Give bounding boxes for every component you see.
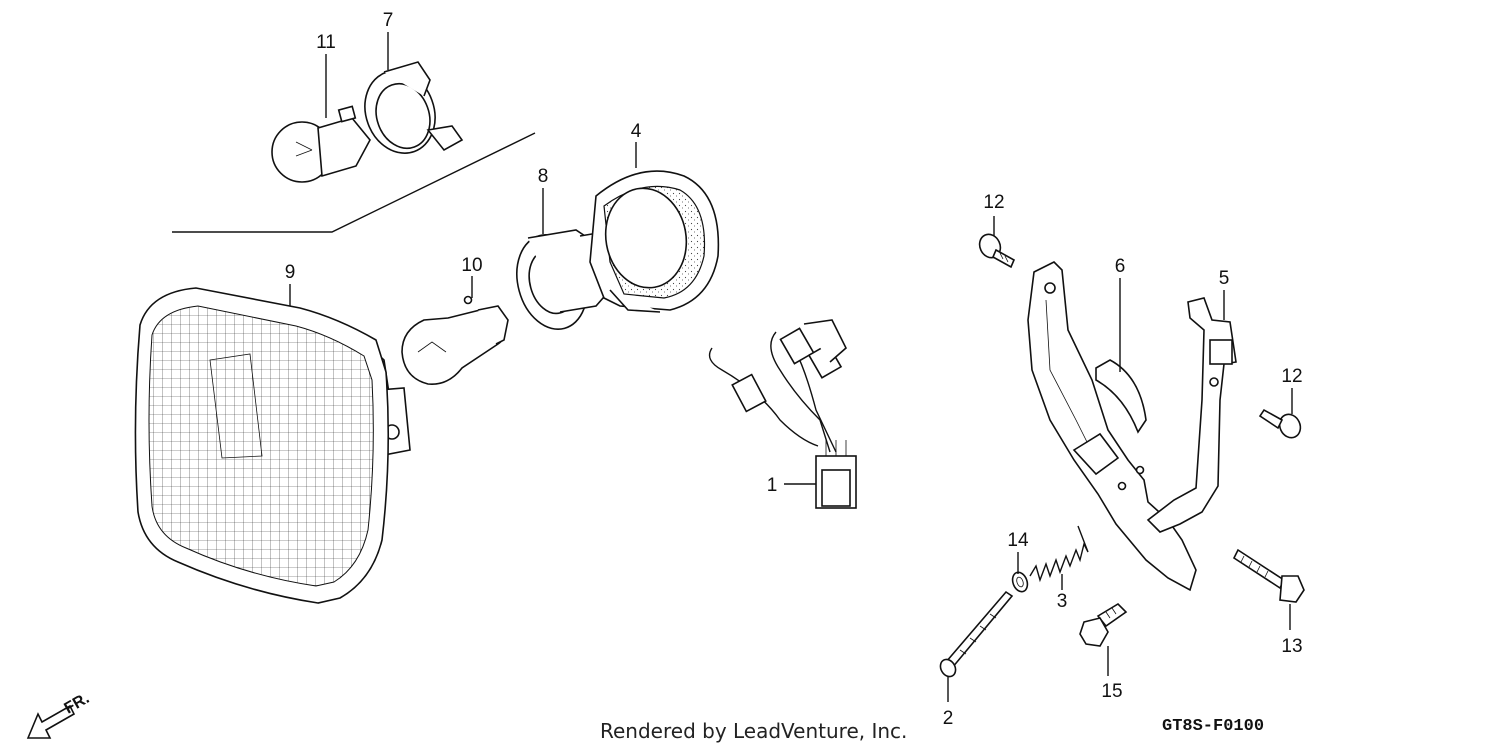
callout-13: 13 [1281,636,1302,657]
part-11-bulb [271,105,371,183]
callout-6: 6 [1115,256,1126,277]
part-14-washer [1011,571,1029,593]
part-10-bulb [401,295,509,385]
callout-1: 1 [767,475,778,496]
front-arrow-icon [26,704,76,739]
callout-4: 4 [631,121,642,142]
callout-2: 2 [943,708,954,729]
part-9-headlight-lens [134,287,411,604]
part-2-long-screw [939,590,1014,678]
callout-9: 9 [285,262,296,283]
callout-10: 10 [461,255,482,276]
callout-5: 5 [1219,268,1230,289]
part-4-headlight-case [589,170,720,313]
part-6-stay-bracket [1027,261,1197,592]
part-1-wire-harness [708,319,857,509]
callout-15: 15 [1101,681,1122,702]
callout-8: 8 [538,166,549,187]
part-5-mounting-bracket [1146,297,1237,533]
callout-12-upper: 12 [983,192,1004,213]
render-credit: Rendered by LeadVenture, Inc. [600,719,907,743]
part-13-bolt [1232,548,1305,603]
part-12-screw-right [1258,408,1302,439]
diagram-code: GT8S-F0100 [1162,717,1264,736]
part-12-screw-upper [978,233,1016,269]
part-7-socket-ring [364,61,464,154]
front-direction-indicator: FR. [26,690,92,739]
callout-14: 14 [1007,530,1029,551]
callout-7: 7 [383,10,394,31]
callout-12-right: 12 [1281,366,1302,387]
part-3-spring [1029,525,1089,583]
callout-11: 11 [316,32,336,53]
part-15-flange-bolt [1079,602,1128,647]
leader-lines [289,32,1293,702]
part-8-socket-holder [516,229,613,330]
callout-3: 3 [1057,591,1068,612]
section-divider-line [172,132,536,233]
